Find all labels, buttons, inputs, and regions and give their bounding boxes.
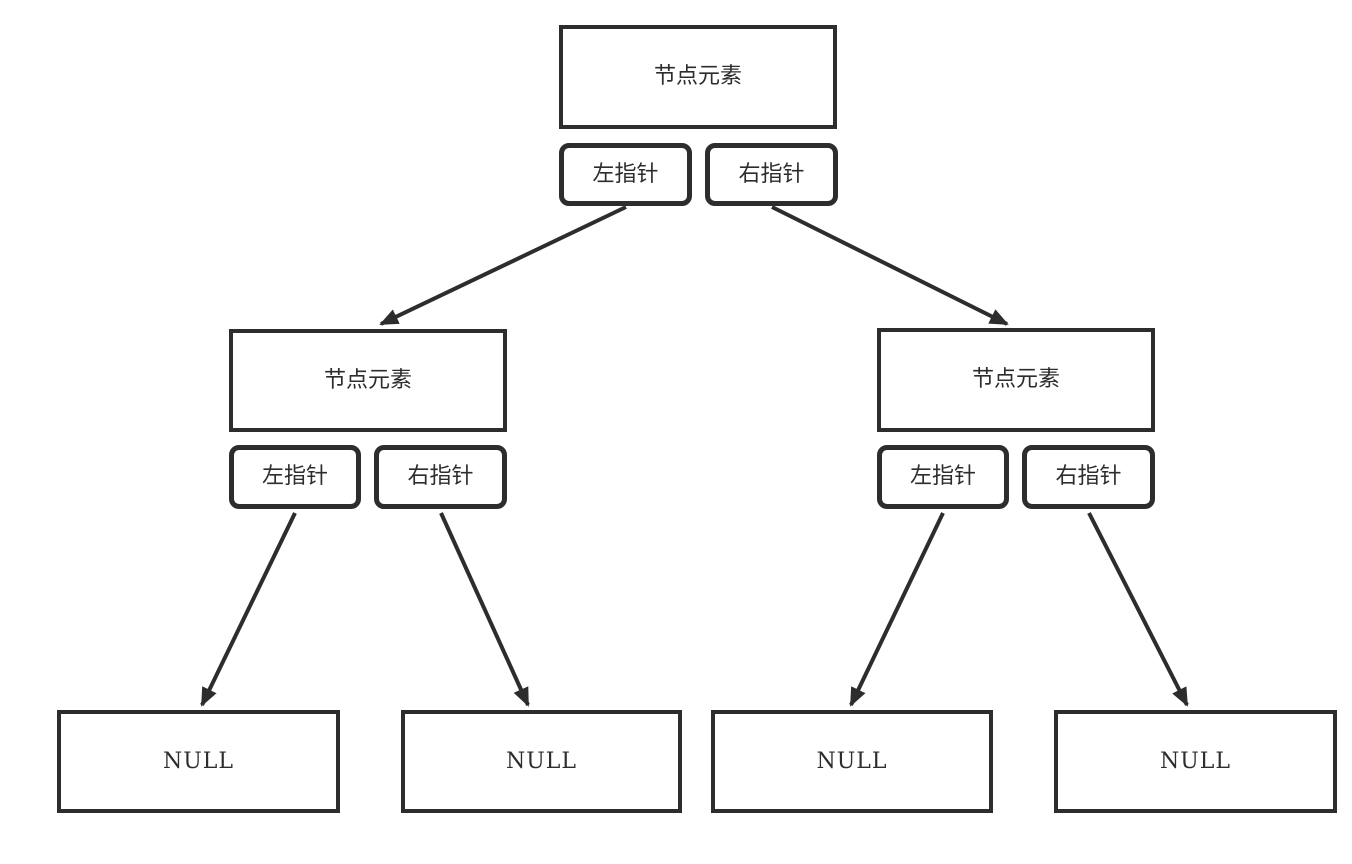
right-child-left-pointer-box: 左指针 <box>877 445 1009 509</box>
null-leaf-box-1: NULL <box>57 710 340 813</box>
arrow-root-right-to-right-child <box>771 205 1009 326</box>
arrow-left-right-to-null2 <box>439 512 530 707</box>
right-child-right-pointer-box: 右指针 <box>1022 445 1155 509</box>
null-leaf-box-4: NULL <box>1054 710 1337 813</box>
arrow-right-right-to-null4 <box>1087 512 1189 707</box>
right-child-node-element-box: 节点元素 <box>877 328 1155 432</box>
left-child-left-pointer-box: 左指针 <box>229 445 361 509</box>
root-node-element-box: 节点元素 <box>559 25 837 129</box>
left-child-node-element-box: 节点元素 <box>229 329 507 432</box>
root-right-pointer-box: 右指针 <box>705 143 838 206</box>
arrow-right-left-to-null3 <box>849 512 945 707</box>
arrow-root-left-to-left-child <box>379 205 627 326</box>
null-leaf-box-2: NULL <box>401 710 682 813</box>
root-left-pointer-box: 左指针 <box>559 143 692 206</box>
left-child-right-pointer-box: 右指针 <box>374 445 507 509</box>
null-leaf-box-3: NULL <box>711 710 993 813</box>
arrow-left-left-to-null1 <box>200 512 297 707</box>
